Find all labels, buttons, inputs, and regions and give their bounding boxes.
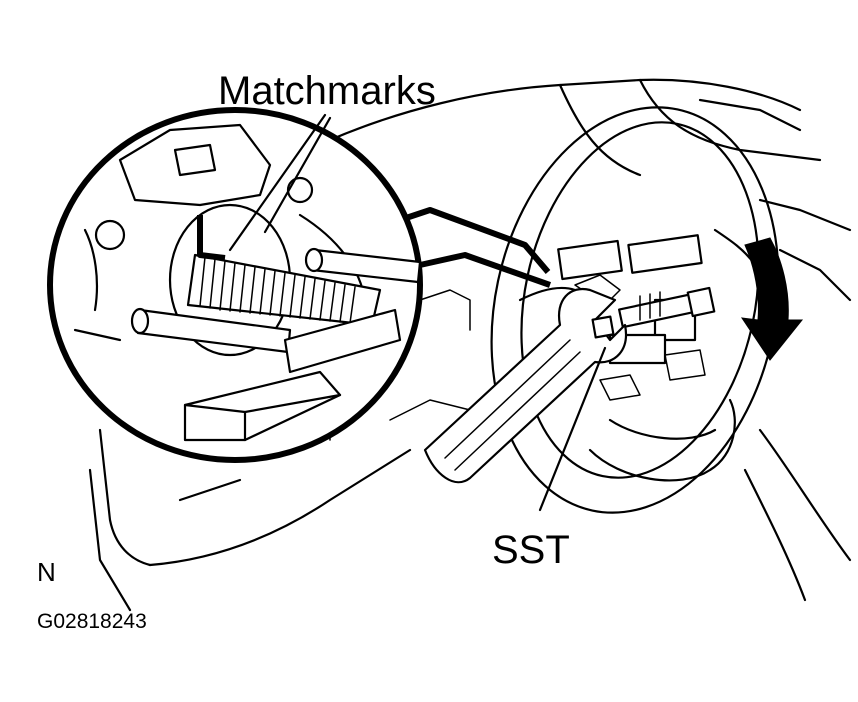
wrench — [423, 287, 628, 484]
view-letter-label: N — [37, 557, 56, 587]
detail-inset — [47, 107, 423, 463]
matchmarks-label: Matchmarks — [218, 69, 436, 113]
rotation-arrow — [740, 237, 804, 361]
figure-code-label: G02818243 — [37, 610, 147, 633]
label-leaders — [228, 113, 607, 512]
sst-label: SST — [492, 528, 570, 572]
